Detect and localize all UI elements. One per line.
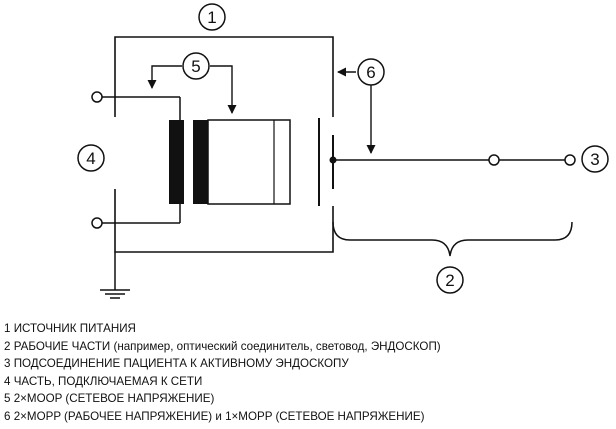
primary-winding bbox=[169, 120, 184, 204]
legend-text: РАБОЧИЕ ЧАСТИ (например, оптический соед… bbox=[13, 339, 441, 353]
patient-connection-terminal bbox=[564, 154, 576, 166]
svg-text:1: 1 bbox=[207, 8, 216, 27]
applied-part-junction bbox=[488, 154, 500, 166]
mains-terminal-bottom bbox=[91, 217, 103, 229]
mains-wiring bbox=[100, 96, 181, 224]
legend-text: ПОДСОЕДИНЕНИЕ ПАЦИЕНТА К АКТИВНОМУ ЭНДОС… bbox=[13, 357, 349, 371]
legend-number: 1 bbox=[4, 322, 11, 335]
legend-item: 3 ПОДСОЕДИНЕНИЕ ПАЦИЕНТА К АКТИВНОМУ ЭНД… bbox=[4, 355, 612, 373]
svg-text:6: 6 bbox=[366, 63, 375, 82]
legend-text: 2×MOPP (РАБОЧЕЕ НАПРЯЖЕНИЕ) и 1×MOPP (СЕ… bbox=[13, 409, 425, 423]
legend-text: ИСТОЧНИК ПИТАНИЯ bbox=[13, 322, 136, 335]
mains-terminal-top bbox=[91, 91, 103, 103]
callout-5: 5 bbox=[182, 52, 210, 80]
callout-2: 2 bbox=[436, 266, 464, 294]
legend-number: 3 bbox=[4, 357, 11, 371]
callout-1: 1 bbox=[198, 3, 226, 31]
legend-number: 6 bbox=[4, 409, 11, 423]
legend-item: 6 2×MOPP (РАБОЧЕЕ НАПРЯЖЕНИЕ) и 1×MOPP (… bbox=[4, 408, 612, 426]
callout-4: 4 bbox=[77, 144, 105, 172]
legend-list: 1 ИСТОЧНИК ПИТАНИЯ 2 РАБОЧИЕ ЧАСТИ (напр… bbox=[4, 320, 612, 426]
svg-text:3: 3 bbox=[590, 150, 599, 169]
legend-number: 4 bbox=[4, 374, 11, 388]
svg-text:4: 4 bbox=[86, 149, 95, 168]
applied-parts-brace bbox=[332, 221, 573, 257]
legend-item: 2 РАБОЧИЕ ЧАСТИ (например, оптический со… bbox=[4, 338, 612, 356]
callout-6-arrows bbox=[337, 67, 376, 154]
legend-number: 5 bbox=[4, 392, 11, 406]
callout-6: 6 bbox=[357, 58, 385, 86]
ground-symbol bbox=[100, 252, 130, 299]
legend-item: 1 ИСТОЧНИК ПИТАНИЯ bbox=[4, 320, 612, 338]
callout-5-arrows bbox=[147, 65, 237, 114]
svg-text:5: 5 bbox=[191, 57, 200, 76]
callout-3: 3 bbox=[581, 145, 609, 173]
schematic-diagram: 1 5 6 4 3 2 bbox=[77, 3, 609, 299]
secondary-winding bbox=[193, 120, 208, 204]
legend-item: 5 2×MOOP (СЕТЕВОЕ НАПРЯЖЕНИЕ) bbox=[4, 390, 612, 408]
transformer-core bbox=[207, 119, 291, 205]
legend-number: 2 bbox=[4, 339, 11, 353]
legend-text: 2×MOOP (СЕТЕВОЕ НАПРЯЖЕНИЕ) bbox=[13, 392, 215, 406]
svg-text:2: 2 bbox=[445, 271, 454, 290]
barrier-junction bbox=[329, 156, 337, 164]
power-source-enclosure bbox=[114, 36, 334, 253]
legend-item: 4 ЧАСТЬ, ПОДКЛЮЧАЕМАЯ К СЕТИ bbox=[4, 373, 612, 391]
legend-text: ЧАСТЬ, ПОДКЛЮЧАЕМАЯ К СЕТИ bbox=[13, 374, 203, 388]
